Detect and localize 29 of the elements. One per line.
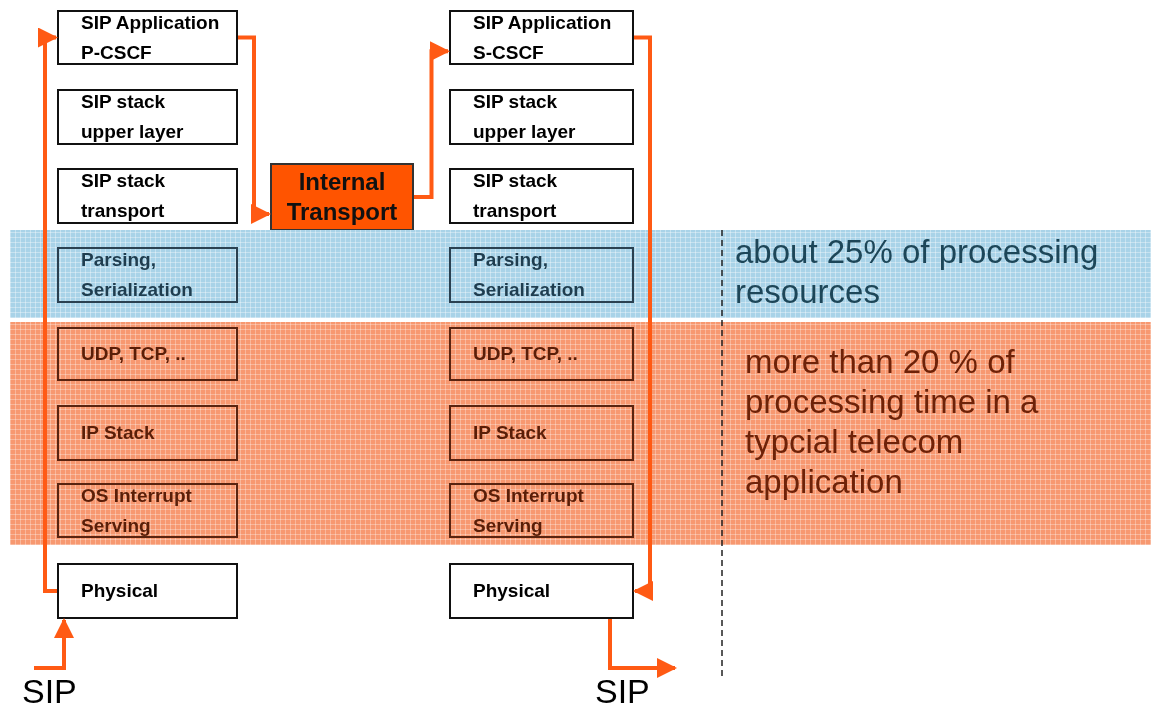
layer-box: SIP Application P-CSCF: [57, 10, 238, 65]
layer-box: IP Stack: [57, 405, 238, 461]
layer-box: Physical: [449, 563, 634, 619]
band-note: more than 20 % of processing time in a typcial telecom application: [745, 342, 1040, 502]
layer-box: IP Stack: [449, 405, 634, 461]
layer-box: Physical: [57, 563, 238, 619]
layer-box: SIP stack transport: [449, 168, 634, 224]
protocol-label: SIP: [595, 668, 675, 711]
band-note: about 25% of processing resources: [735, 232, 1100, 312]
arrow: [633, 35, 653, 601]
shaded-band: [10, 230, 1151, 318]
layer-box: UDP, TCP, ..: [57, 327, 238, 381]
layer-box: Parsing, Serialization: [449, 247, 634, 303]
layer-box: UDP, TCP, ..: [449, 327, 634, 381]
layer-box: OS Interrupt Serving: [57, 483, 238, 538]
arrow: [38, 27, 58, 593]
arrow: [238, 35, 271, 224]
layer-box: OS Interrupt Serving: [449, 483, 634, 538]
arrow: [34, 618, 74, 670]
arrow: [414, 41, 450, 199]
arrow: [608, 619, 677, 678]
layer-box: SIP stack upper layer: [57, 89, 238, 145]
layer-box: SIP stack upper layer: [449, 89, 634, 145]
process-box: Internal Transport: [270, 163, 414, 231]
layer-box: Parsing, Serialization: [57, 247, 238, 303]
layer-box: SIP stack transport: [57, 168, 238, 224]
shaded-band: [10, 322, 1151, 545]
layer-box: SIP Application S-CSCF: [449, 10, 634, 65]
protocol-label: SIP: [22, 668, 102, 711]
